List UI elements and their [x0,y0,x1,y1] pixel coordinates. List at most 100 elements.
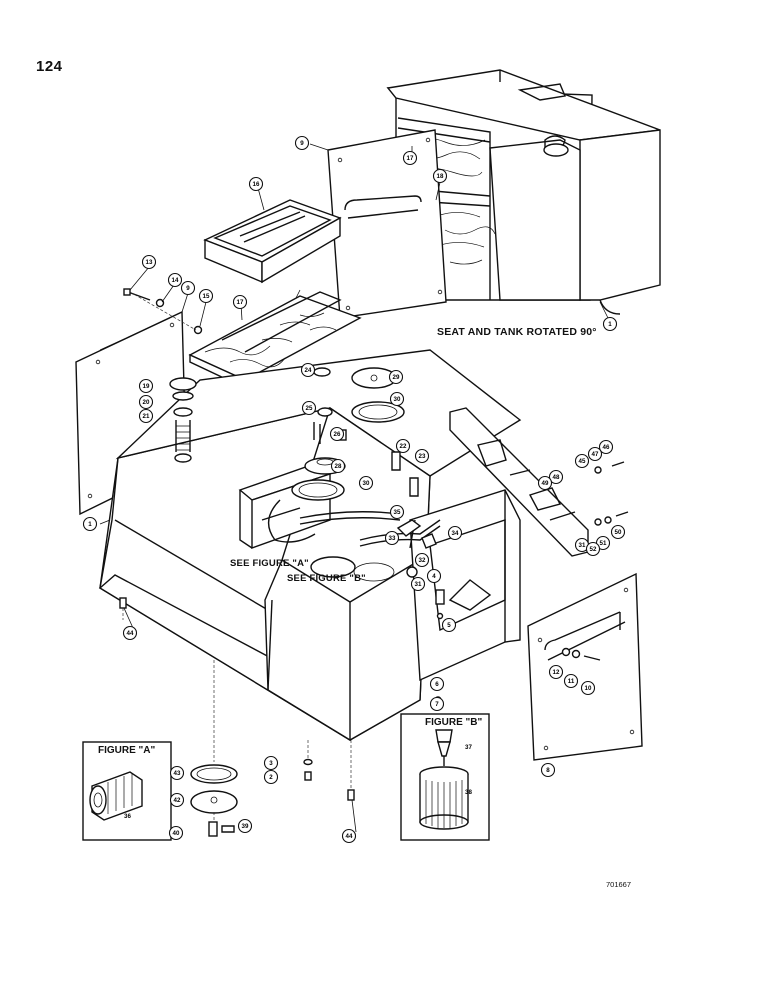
svg-text:15: 15 [203,293,210,300]
svg-text:49: 49 [542,480,549,487]
svg-text:31: 31 [415,581,422,588]
svg-text:22: 22 [400,443,407,450]
callout-24: 24 [300,362,316,378]
svg-text:51: 51 [600,540,607,547]
callout-16: 16 [248,176,264,192]
callout-17: 17 [232,294,248,310]
svg-text:30: 30 [394,396,401,403]
svg-text:52: 52 [590,546,597,553]
callout-number-36: 36 [124,813,131,820]
callout-15: 15 [198,288,214,304]
callout-35: 35 [389,504,405,520]
svg-text:18: 18 [437,173,444,180]
filler-neck-19-20-21 [169,377,197,463]
callout-23: 23 [414,448,430,464]
figure-a-title: FIGURE "A" [98,745,156,756]
svg-text:29: 29 [393,374,400,381]
callout-10: 10 [580,680,596,696]
callout-40: 40 [168,825,184,841]
callout-30: 30 [358,475,374,491]
side-panel-9-upper [327,129,447,319]
svg-text:44: 44 [127,630,134,637]
svg-text:5: 5 [447,622,451,629]
callout-14: 14 [167,272,183,288]
callout-31: 31 [410,576,426,592]
callout-18: 18 [432,168,448,184]
callout-30: 30 [389,391,405,407]
callout-11: 11 [563,673,579,689]
figure-b-title: FIGURE "B" [425,717,483,728]
callout-48: 48 [548,469,564,485]
callout-26: 26 [329,426,345,442]
callout-52: 52 [585,541,601,557]
callout-2: 2 [263,769,279,785]
callout-39: 39 [237,818,253,834]
callout-number-37: 37 [465,744,472,751]
svg-text:42: 42 [174,797,181,804]
callout-13: 13 [141,254,157,270]
svg-text:47: 47 [592,451,599,458]
svg-text:32: 32 [419,557,426,564]
callout-47: 47 [587,446,603,462]
svg-text:50: 50 [615,529,622,536]
svg-text:17: 17 [407,155,414,162]
svg-text:19: 19 [143,383,150,390]
caption-see-figure-b: SEE FIGURE "B" [287,573,366,584]
fittings-group [391,451,437,578]
svg-text:44: 44 [346,833,353,840]
svg-text:28: 28 [335,463,342,470]
svg-text:20: 20 [143,399,150,406]
callout-50: 50 [610,524,626,540]
svg-text:12: 12 [553,669,560,676]
callout-29: 29 [388,369,404,385]
callout-9: 9 [180,280,196,296]
callout-9: 9 [294,135,310,151]
svg-text:1: 1 [608,321,612,328]
svg-text:21: 21 [143,413,150,420]
svg-text:33: 33 [389,535,396,542]
floor-board-17 [188,289,362,390]
figure-b-inset [400,713,490,841]
svg-text:3: 3 [269,760,273,767]
caption-seat-tank-rotated: SEAT AND TANK ROTATED 90° [437,326,597,338]
svg-text:4: 4 [432,573,436,580]
drain-plugs-44 [119,597,355,801]
svg-text:34: 34 [452,530,459,537]
callout-5: 5 [441,617,457,633]
callout-45: 45 [574,453,590,469]
callout-19: 19 [138,378,154,394]
side-panel-8-right [527,572,643,761]
svg-text:25: 25 [306,405,313,412]
tool-tray-16 [203,199,342,284]
callout-22: 22 [395,438,411,454]
svg-text:35: 35 [394,509,401,516]
callout-7: 7 [429,696,445,712]
caption-see-figure-a: SEE FIGURE "A" [230,558,309,569]
svg-text:11: 11 [568,678,575,685]
callout-44: 44 [122,625,138,641]
bolts-right-side [594,461,629,526]
svg-text:23: 23 [419,453,426,460]
callout-3: 3 [263,755,279,771]
svg-text:46: 46 [603,444,610,451]
callout-1: 1 [82,516,98,532]
svg-text:1: 1 [88,521,92,528]
svg-text:10: 10 [585,685,592,692]
callout-12: 12 [548,664,564,680]
rotated-tank-assembly [386,69,661,315]
callout-20: 20 [138,394,154,410]
callout-33: 33 [384,530,400,546]
callout-43: 43 [169,765,185,781]
lower-filter-parts [190,660,313,837]
svg-text:40: 40 [173,830,180,837]
reference-code: 701667 [606,880,632,889]
callout-number-38: 38 [465,789,472,796]
bolt-and-washer-13-14-15 [123,288,203,335]
seat-support-frame [409,489,521,682]
callout-21: 21 [138,408,154,424]
svg-text:39: 39 [242,823,249,830]
figure-a-inset [82,741,172,841]
callout-4: 4 [426,568,442,584]
